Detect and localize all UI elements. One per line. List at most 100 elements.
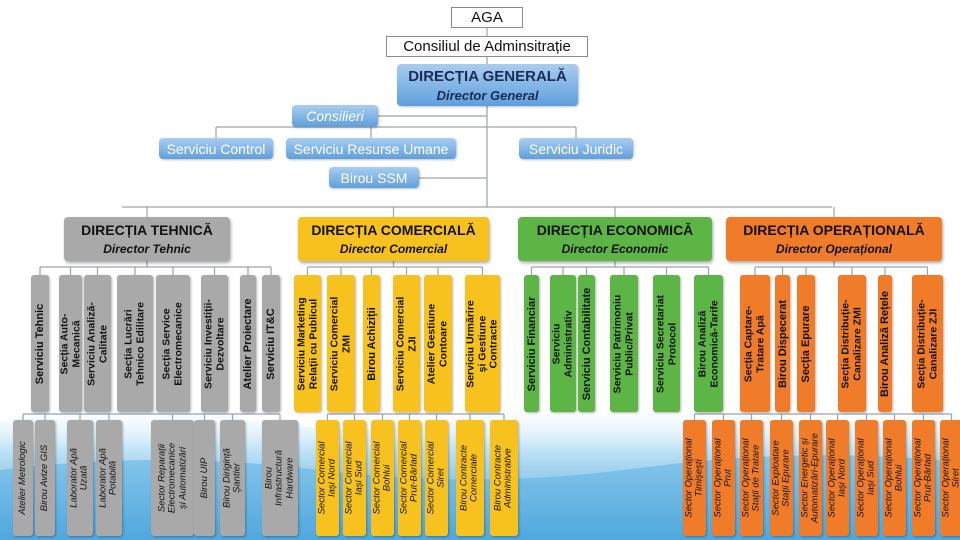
- department-label: Serviciu Urmărire și Gestiune Contracte: [464, 299, 500, 388]
- department-box[interactable]: Serviciu Tehnic: [31, 275, 49, 412]
- department-box[interactable]: Birou Achiziții: [363, 275, 380, 412]
- department-box[interactable]: Serviciu Comercial ZJI: [393, 275, 420, 412]
- sub-unit-box[interactable]: Birou Dirigință Șantier: [220, 420, 245, 536]
- department-box[interactable]: Serviciu Patrimoniu Public/Privat: [610, 275, 638, 412]
- sub-unit-box[interactable]: Sector Operațional Siret: [940, 420, 960, 536]
- control-service-box[interactable]: Serviciu Control: [159, 138, 273, 159]
- directorate-title: DIRECȚIA OPERAȚIONALĂ: [743, 222, 925, 238]
- directorate-box[interactable]: DIRECȚIA COMERCIALĂ Director Comercial: [298, 217, 489, 261]
- sub-unit-label: Sector Operațional Timișești: [683, 438, 705, 518]
- department-box[interactable]: Birou Analiză Rețele: [878, 275, 892, 412]
- sub-unit-box[interactable]: Sector Comercial Iași Sud: [343, 420, 366, 536]
- department-box[interactable]: Serviciu Comercial ZMI: [327, 275, 355, 412]
- department-label: Serviciu Tehnic: [33, 303, 46, 384]
- department-label: Serviciu Contabilitate: [580, 287, 593, 400]
- department-box[interactable]: Secția Distribuție- Canalizare ZMI: [838, 275, 866, 412]
- department-label: Serviciu Financiar: [525, 296, 538, 391]
- sub-unit-label: Sector Operațional Siret: [940, 438, 960, 518]
- department-label: Birou Analiză Economică-Tarife: [695, 299, 720, 388]
- department-box[interactable]: Secția Auto- Mecanică: [58, 275, 82, 412]
- sub-unit-box[interactable]: Sector Operațional Prut: [712, 420, 735, 536]
- department-box[interactable]: Secția Lucrări Tehnico Edilitare: [117, 275, 153, 412]
- department-box[interactable]: Serviciu Urmărire și Gestiune Contracte: [464, 275, 500, 412]
- sub-unit-box[interactable]: Sector Comercial Bohlui: [371, 420, 394, 536]
- department-label: Atelier Gestiune Contoare: [425, 303, 449, 384]
- sub-unit-box[interactable]: Sector Operațional Iași Sud: [855, 420, 878, 536]
- director-label: Director Tehnic: [103, 242, 191, 256]
- sub-unit-label: Birou Contracte Comerciale: [458, 444, 480, 512]
- department-label: Serviciu Secretariat Protocol: [653, 294, 678, 393]
- sub-unit-label: Sector Exploatare Stații Epurare: [770, 440, 792, 516]
- sub-unit-label: Sector Comercial Bohlui: [371, 441, 393, 515]
- sub-unit-box[interactable]: Birou Avize GIS: [35, 420, 55, 536]
- department-label: Serviciu Comercial ZMI: [328, 296, 352, 391]
- ssm-office-box[interactable]: Birou SSM: [329, 167, 419, 188]
- sub-unit-label: Atelier Metrologic: [16, 441, 28, 515]
- sub-unit-box[interactable]: Sector Operațional Timișești: [683, 420, 706, 536]
- sub-unit-box[interactable]: Sector Operațional Stații de Tratare: [740, 420, 763, 536]
- department-box[interactable]: Serviciu Secretariat Protocol: [653, 275, 680, 412]
- department-box[interactable]: Secția Captare- Tratare Apă: [740, 275, 770, 412]
- council-box[interactable]: Consiliul de Adminsitrație: [386, 36, 588, 57]
- sub-unit-box[interactable]: Atelier Metrologic: [13, 420, 33, 536]
- department-box[interactable]: Birou Analiză Economică-Tarife: [694, 275, 723, 412]
- sub-unit-box[interactable]: Sector Reparații Electromecanice și Auto…: [151, 420, 194, 536]
- directorate-box[interactable]: DIRECȚIA OPERAȚIONALĂ Director Operaționa…: [726, 217, 942, 261]
- department-box[interactable]: Serviciu IT&C: [262, 275, 280, 412]
- department-box[interactable]: Atelier Proiectare: [240, 275, 256, 412]
- department-label: Serviciu IT&C: [264, 307, 277, 380]
- department-box[interactable]: Serviciu Contabilitate: [578, 275, 595, 412]
- department-box[interactable]: Secția Epurare: [797, 275, 815, 412]
- department-label: Secția Captare- Tratare Apă: [742, 305, 766, 382]
- sub-unit-label: Sector Comercial Siret: [425, 441, 447, 515]
- department-label: Serviciu Investiții- Dezvoltare: [201, 298, 226, 389]
- department-box[interactable]: Serviciu Marketing Relații cu Publicul: [294, 275, 321, 412]
- department-box[interactable]: Serviciu Analiză- Calitate: [84, 275, 111, 412]
- sub-unit-label: Birou UIP: [198, 457, 210, 499]
- sub-unit-box[interactable]: Sector Comercial Prut-Bârlad: [398, 420, 421, 536]
- sub-unit-label: Sector Operațional Stații de Tratare: [740, 438, 762, 518]
- aga-box[interactable]: AGA: [451, 7, 523, 28]
- department-label: Secția Service Electromecanice: [160, 301, 184, 386]
- sub-unit-box[interactable]: Birou Contracte Administrative: [490, 420, 518, 536]
- sub-unit-label: Birou Dirigință Șantier: [221, 448, 243, 508]
- director-label: Director Comercial: [339, 242, 448, 256]
- general-directorate-title: DIRECȚIA GENERALĂ: [408, 67, 567, 85]
- sub-unit-box[interactable]: Sector Operațional Bohlui: [883, 420, 906, 536]
- department-label: Secția Distribuție- Canalizare ZJI: [914, 298, 939, 389]
- sub-unit-label: Sector Operațional Iași Nord: [826, 438, 848, 518]
- department-box[interactable]: Serviciu Administrativ: [550, 275, 576, 412]
- sub-unit-box[interactable]: Sector Comercial Siret: [425, 420, 448, 536]
- hr-service-box[interactable]: Serviciu Resurse Umane: [286, 138, 456, 159]
- director-label: Director Operațional: [775, 242, 893, 256]
- directorate-title: DIRECȚIA COMERCIALĂ: [311, 222, 476, 238]
- department-box[interactable]: Serviciu Investiții- Dezvoltare: [201, 275, 228, 412]
- sub-unit-box[interactable]: Sector Operațional Iași Nord: [826, 420, 849, 536]
- sub-unit-label: Sector Comercial Iași Sud: [343, 441, 365, 515]
- sub-unit-label: Birou Avize GIS: [38, 444, 50, 512]
- general-directorate-box[interactable]: DIRECȚIA GENERALĂ Director General: [397, 64, 578, 106]
- department-box[interactable]: Secția Service Electromecanice: [156, 275, 190, 412]
- department-box[interactable]: Secția Distribuție- Canalizare ZJI: [912, 275, 943, 412]
- sub-unit-box[interactable]: Sector Energetic și Automatizări-Epurare: [799, 420, 822, 536]
- sub-unit-label: Sector Operațional Prut: [712, 438, 734, 518]
- sub-unit-box[interactable]: Birou Contracte Comerciale: [456, 420, 484, 536]
- sub-unit-box[interactable]: Birou Infrastructură Hardware: [262, 420, 298, 536]
- department-box[interactable]: Birou Dispecerat: [775, 275, 790, 412]
- department-label: Serviciu Patrimoniu Public/Privat: [611, 294, 635, 393]
- legal-service-box[interactable]: Serviciu Juridic: [519, 138, 633, 159]
- sub-unit-box[interactable]: Sector Exploatare Stații Epurare: [770, 420, 793, 536]
- sub-unit-box[interactable]: Sector Comercial Iași Nord: [316, 420, 339, 536]
- department-label: Birou Achiziții: [365, 306, 378, 381]
- sub-unit-box[interactable]: Laborator Apă Potabilă: [96, 420, 122, 536]
- advisors-box[interactable]: Consilieri: [292, 105, 378, 127]
- sub-unit-box[interactable]: Laborator Apă Uzată: [67, 420, 93, 536]
- sub-unit-box[interactable]: Birou UIP: [194, 420, 215, 536]
- sub-unit-label: Laborator Apă Potabilă: [97, 448, 119, 508]
- sub-unit-box[interactable]: Sector Operațional Prut-Bârlad: [912, 420, 935, 536]
- department-box[interactable]: Atelier Gestiune Contoare: [424, 275, 452, 412]
- department-box[interactable]: Serviciu Financiar: [524, 275, 539, 412]
